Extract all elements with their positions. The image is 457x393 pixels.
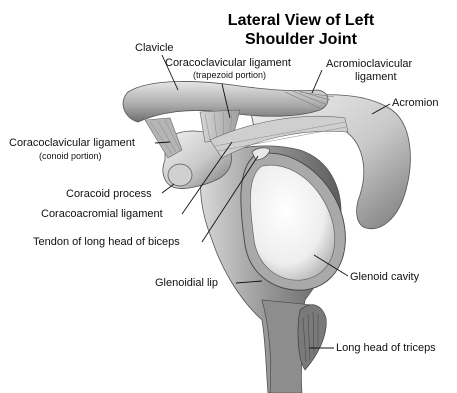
label-coracoclavicular-conoid-sub: (conoid portion) [39, 151, 102, 162]
label-acromion: Acromion [392, 97, 438, 110]
label-coracoclavicular-trapezoid-sub: (trapezoid portion) [193, 70, 266, 81]
leader-acromioclavicular [312, 70, 322, 93]
title-line-1: Lateral View of Left [211, 12, 391, 30]
label-glenoid-cavity: Glenoid cavity [350, 271, 419, 284]
label-glenoidial-lip: Glenoidial lip [155, 277, 218, 290]
label-coracoid-process: Coracoid process [66, 188, 152, 201]
conoid-ligament-shape [145, 118, 182, 158]
triceps-origin-shape [298, 305, 326, 370]
label-clavicle: Clavicle [135, 42, 174, 55]
label-coracoacromial-ligament: Coracoacromial ligament [41, 208, 163, 221]
label-tendon-biceps: Tendon of long head of biceps [33, 236, 180, 249]
label-acromioclavicular-line2: ligament [355, 71, 397, 84]
label-coracoclavicular-trapezoid: Coracoclavicular ligament [165, 57, 291, 70]
leader-coracoid [162, 184, 174, 193]
title-line-2: Shoulder Joint [211, 31, 391, 49]
label-coracoclavicular-conoid: Coracoclavicular ligament [9, 137, 135, 150]
coracoid-tip-shape [168, 164, 192, 186]
label-long-head-triceps: Long head of triceps [336, 342, 436, 355]
label-acromioclavicular-line1: Acromioclavicular [326, 58, 412, 71]
